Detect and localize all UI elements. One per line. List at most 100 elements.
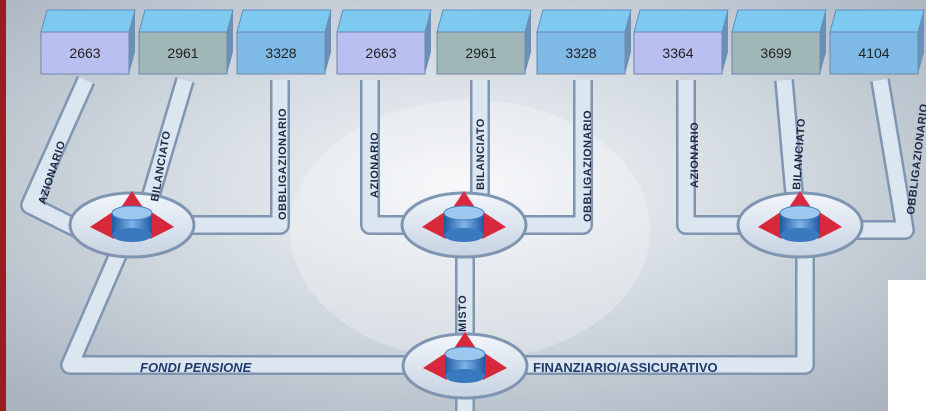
hub-bottom-arrow-up	[453, 332, 477, 350]
pipe-obbligazionario-2	[510, 80, 593, 235]
hub-center-arrow-up	[452, 191, 476, 209]
value-box-face	[336, 31, 426, 75]
value-box: 3364	[633, 9, 729, 75]
branch-label-obbligazionario-1: OBBLIGAZIONARIO	[277, 108, 289, 220]
value-box-face	[138, 31, 228, 75]
value-box-face	[633, 31, 723, 75]
pipe-azionario-1-fill	[22, 76, 93, 237]
branch-label-bilanciato-2: BILANCIATO	[475, 118, 487, 190]
value-box-label: 2663	[365, 45, 396, 61]
value-box-label: 3328	[565, 45, 596, 61]
value-box-top	[536, 9, 632, 33]
value-box-label: 3364	[662, 45, 693, 61]
pipe-obbligazionario-2-fill	[510, 80, 591, 233]
hub-right-cylinder-top	[779, 205, 821, 221]
branch-label-azionario-2: AZIONARIO	[369, 132, 381, 198]
value-box: 3328	[536, 9, 632, 75]
value-box: 2961	[436, 9, 532, 75]
value-box-top	[731, 9, 827, 33]
pipe-fondi-pensione	[60, 246, 420, 375]
white-corner-panel	[888, 280, 926, 411]
value-box-side	[325, 10, 331, 74]
hub-right-cylinder-base	[780, 228, 820, 242]
pipe-fondi-pensione-fill	[62, 247, 420, 373]
value-box-top	[633, 9, 729, 33]
value-box: 3699	[731, 9, 827, 75]
value-box-label: 2961	[167, 45, 198, 61]
pipe-azionario-3-fill	[678, 80, 752, 233]
misto-label: MISTO	[457, 295, 469, 332]
value-box-side	[722, 10, 728, 74]
value-box-top	[236, 9, 332, 33]
hub-left-arrow-right	[150, 211, 174, 239]
hub-center-arrow-left	[422, 211, 446, 239]
value-box-side	[525, 10, 531, 74]
hub-center-arrow-right	[482, 211, 506, 239]
fondi-pensione-label: FONDI PENSIONE	[140, 360, 252, 375]
value-box-top	[138, 9, 234, 33]
pipe-azionario-1	[20, 75, 96, 239]
pipe-azionario-2	[360, 80, 415, 235]
value-box-side	[129, 10, 135, 74]
value-box-label: 4104	[858, 45, 889, 61]
value-box: 2663	[336, 9, 432, 75]
hub-left	[68, 191, 196, 259]
value-box-face	[40, 31, 130, 75]
hub-center	[400, 191, 528, 259]
value-box: 2961	[138, 9, 234, 75]
hub-left-arrow-left	[90, 211, 114, 239]
pipe-obbligazionario-1-fill	[182, 80, 288, 233]
hub-bottom-arrow-left	[423, 352, 447, 380]
pipe-obbligazionario-3	[845, 78, 915, 240]
value-box-side	[425, 10, 431, 74]
value-box-side	[820, 10, 826, 74]
value-box-top	[336, 9, 432, 33]
left-edge-strip	[0, 0, 6, 411]
hub-left-arrow-up	[120, 191, 144, 209]
hub-right-arrow-left	[758, 211, 782, 239]
branch-label-azionario-3: AZIONARIO	[689, 122, 701, 188]
pipe-bilanciato-3	[774, 79, 805, 206]
value-box-face	[436, 31, 526, 75]
hub-bottom-arrow-right	[483, 352, 507, 380]
value-box: 2663	[40, 9, 136, 75]
pipe-finanziario	[520, 250, 815, 375]
hub-bottom	[401, 332, 529, 400]
hub-center-cylinder-base	[444, 228, 484, 242]
value-box: 3328	[236, 9, 332, 75]
pipe-finanziario-fill	[520, 250, 813, 373]
hub-right-arrow-right	[818, 211, 842, 239]
hub-left-cylinder-top	[111, 205, 153, 221]
branch-label-obbligazionario-2: OBBLIGAZIONARIO	[582, 110, 594, 222]
value-box-top	[40, 9, 136, 33]
value-boxes: 2663 2961 3328 2663 2961 3328 3364 3699 4104	[40, 9, 925, 75]
hub-left-cylinder-base	[112, 228, 152, 242]
value-box-label: 3328	[265, 45, 296, 61]
hub-bottom-cylinder-base	[445, 369, 485, 383]
hub-right	[736, 191, 864, 259]
pipe-bilanciato-3-fill	[776, 79, 803, 206]
value-box-side	[918, 10, 924, 74]
value-box-top	[436, 9, 532, 33]
value-box-face	[731, 31, 821, 75]
hub-right-arrow-up	[788, 191, 812, 209]
value-box-label: 2663	[69, 45, 100, 61]
value-box-side	[227, 10, 233, 74]
hub-center-cylinder-top	[443, 205, 485, 221]
pipe-obbligazionario-1	[182, 80, 290, 235]
value-box-label: 3699	[760, 45, 791, 61]
value-box-top	[829, 9, 925, 33]
hub-nodes	[68, 191, 864, 400]
value-box: 4104	[829, 9, 925, 75]
value-box-label: 2961	[465, 45, 496, 61]
pipe-azionario-2-fill	[362, 80, 415, 233]
pipe-azionario-3	[676, 80, 752, 235]
value-box-face	[536, 31, 626, 75]
value-box-side	[625, 10, 631, 74]
branch-label-bilanciato-3: BILANCIATO	[791, 118, 808, 190]
pipe-obbligazionario-3-fill	[845, 78, 913, 238]
finanziario-assicurativo-label: FINANZIARIO/ASSICURATIVO	[533, 360, 718, 375]
hub-bottom-cylinder-top	[444, 346, 486, 362]
